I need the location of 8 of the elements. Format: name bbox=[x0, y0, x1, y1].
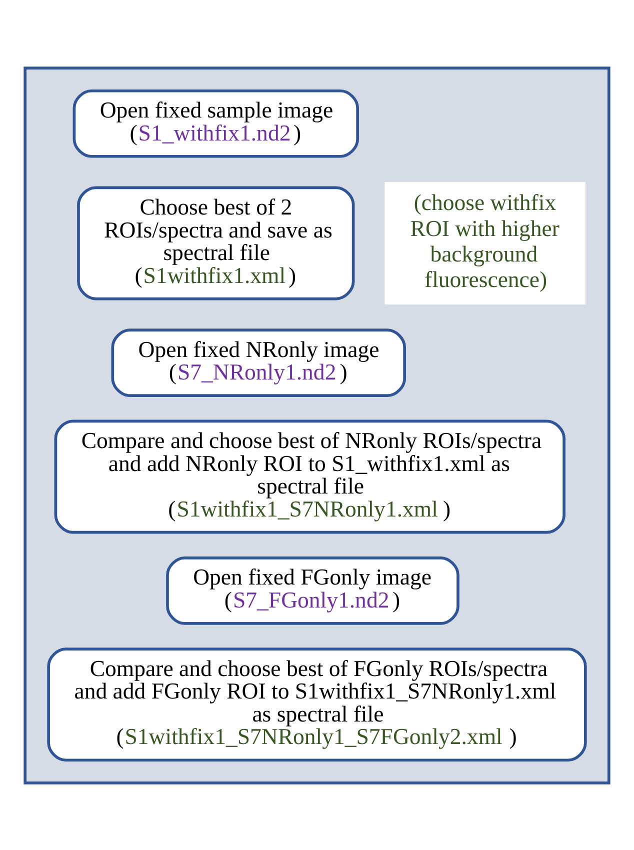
node-box: Open fixed sample image (S1_withfix1.nd2) bbox=[72, 88, 359, 158]
node-box: Choose best of 2 ROIs/spectra and save as spectral file (S1withfix1.xml) bbox=[77, 186, 355, 300]
node-box: Open fixed FGonly image (S7_FGonly1.nd2) bbox=[166, 556, 460, 624]
node-label: (choose withfix ROI with higher background fluorescence) bbox=[410, 190, 560, 292]
cluster bbox=[24, 66, 610, 784]
node-box: Compare and choose best of NRonly ROIs/spectra and add NRonly ROI to S1_withfix1.xml as spectral file (S1withfix1_S7NRonly1.xml) bbox=[54, 419, 566, 534]
node-box: Open fixed NRonly image (S7_NRonly1.nd2) bbox=[111, 328, 406, 397]
node-box: Compare and choose best of FGonly ROIs/spectra and add FGonly ROI to S1withfix1_S7NRonly1.xml as spectral file (S1withfix1_S7NRonly1_S7FGonly2.xml) bbox=[47, 647, 587, 762]
